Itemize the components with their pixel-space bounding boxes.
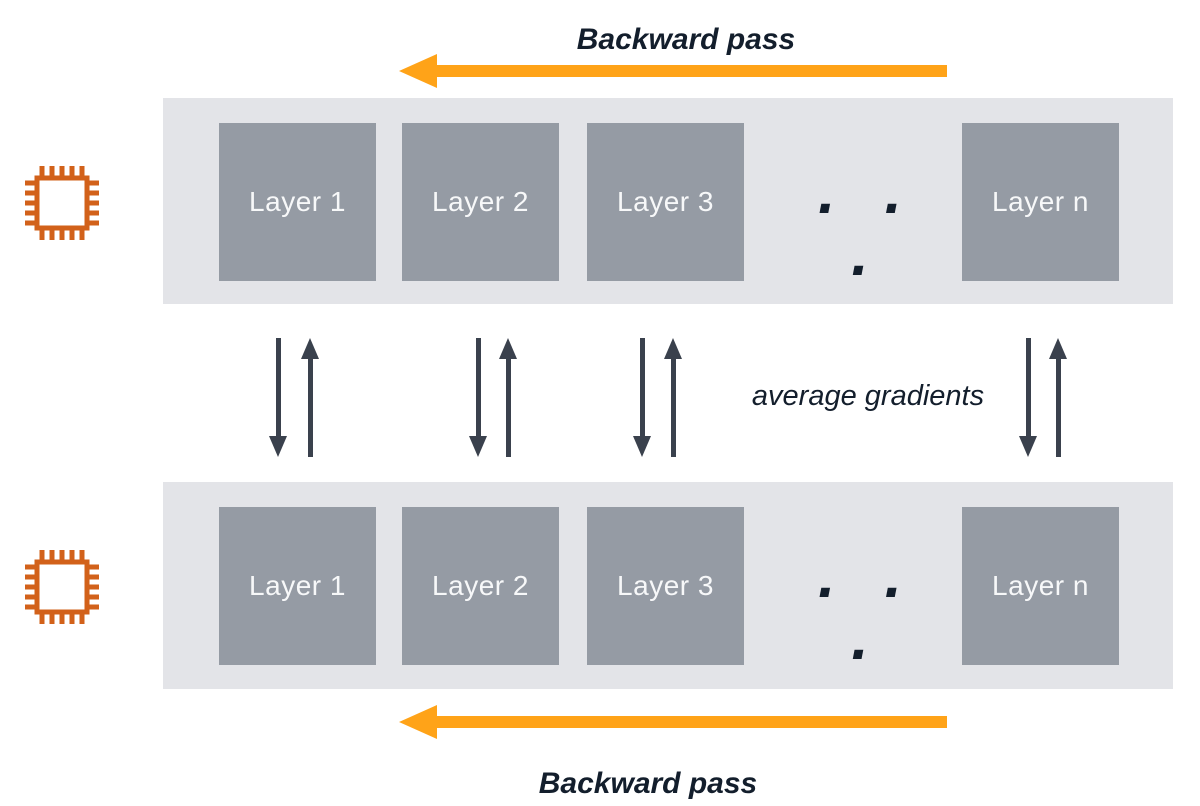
- layer-label: Layer 3: [617, 570, 714, 601]
- arrow-shaft: [307, 355, 313, 457]
- left-arrow-icon: [399, 54, 437, 88]
- cpu-chip-icon: [25, 166, 99, 240]
- up-arrow-icon: [1049, 338, 1067, 359]
- arrow-shaft: [1055, 355, 1061, 457]
- arrow-shaft: [475, 338, 481, 440]
- ellipsis: . . .: [818, 542, 918, 673]
- layer-label: Layer 3: [617, 186, 714, 217]
- backward-pass-arrow-bottom: [399, 705, 947, 739]
- gradient-down-arrow: [269, 338, 287, 457]
- layer-label: Layer 2: [432, 570, 529, 601]
- arrow-shaft: [435, 716, 947, 728]
- arrow-shaft: [670, 355, 676, 457]
- device-1-band: Layer 1 Layer 2 Layer 3 Layer n . . .: [163, 98, 1173, 304]
- gradient-up-arrow: [301, 338, 319, 457]
- gradient-down-arrow: [469, 338, 487, 457]
- down-arrow-icon: [633, 436, 651, 457]
- gradient-up-arrow: [1049, 338, 1067, 457]
- cpu-chip-icon: [25, 550, 99, 624]
- up-arrow-icon: [499, 338, 517, 359]
- backward-pass-label-bottom: Backward pass: [538, 767, 758, 800]
- gradient-up-arrow: [499, 338, 517, 457]
- layer-label: Layer n: [992, 570, 1089, 601]
- backward-pass-arrow-top: [399, 54, 947, 88]
- device-2-band: Layer 1 Layer 2 Layer 3 Layer n . . .: [163, 482, 1173, 689]
- layer-label: Layer n: [992, 186, 1089, 217]
- gradient-down-arrow: [1019, 338, 1037, 457]
- up-arrow-icon: [664, 338, 682, 359]
- layer-box: Layer 1: [219, 123, 376, 281]
- down-arrow-icon: [1019, 436, 1037, 457]
- layer-box: Layer 3: [587, 123, 744, 281]
- left-arrow-icon: [399, 705, 437, 739]
- layer-box: Layer 2: [402, 123, 559, 281]
- up-arrow-icon: [301, 338, 319, 359]
- arrow-shaft: [275, 338, 281, 440]
- down-arrow-icon: [469, 436, 487, 457]
- layer-box: Layer 3: [587, 507, 744, 665]
- cpu-chip-icon: [23, 164, 101, 242]
- gradient-down-arrow: [633, 338, 651, 457]
- layer-box: Layer n: [962, 123, 1119, 281]
- layer-label: Layer 1: [249, 570, 346, 601]
- arrow-shaft: [435, 65, 947, 77]
- layer-box: Layer 2: [402, 507, 559, 665]
- down-arrow-icon: [269, 436, 287, 457]
- gradient-up-arrow: [664, 338, 682, 457]
- backward-pass-label-top: Backward pass: [576, 23, 796, 56]
- layer-box: Layer 1: [219, 507, 376, 665]
- average-gradients-label: average gradients: [751, 380, 985, 412]
- layer-label: Layer 1: [249, 186, 346, 217]
- layer-label: Layer 2: [432, 186, 529, 217]
- ellipsis: . . .: [818, 158, 918, 289]
- layer-box: Layer n: [962, 507, 1119, 665]
- arrow-shaft: [1025, 338, 1031, 440]
- arrow-shaft: [639, 338, 645, 440]
- cpu-chip-icon: [23, 548, 101, 626]
- arrow-shaft: [505, 355, 511, 457]
